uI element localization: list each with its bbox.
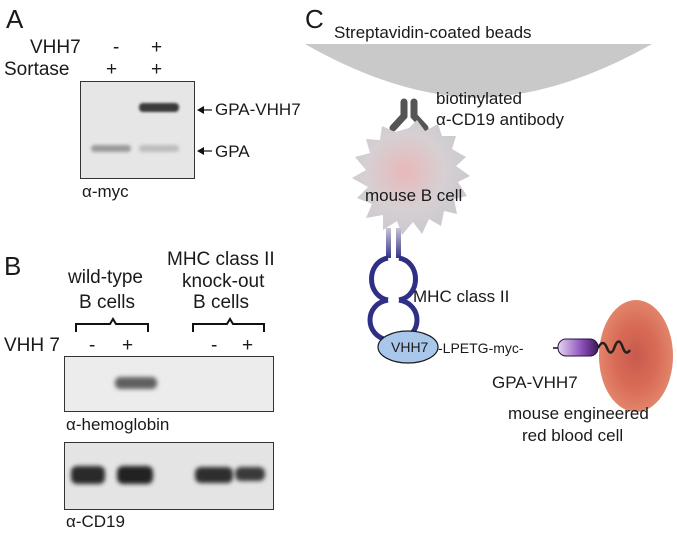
antibody-icon: [389, 98, 429, 132]
b-cell-icon: [352, 120, 470, 235]
hemoglobin-band: [115, 377, 157, 389]
mhc-class-ii-icon: [367, 255, 420, 343]
hemoglobin-blot: [64, 356, 274, 412]
vhh7-lane1-value: -: [113, 37, 120, 58]
vhh7-b-row-label: VHH 7: [4, 335, 60, 356]
rbc-label-line1: mouse engineered: [508, 404, 649, 423]
group1-line2: B cells: [79, 292, 135, 313]
group2-line1: MHC class II: [167, 249, 275, 270]
lane4-value: +: [242, 335, 254, 356]
hemoglobin-antibody-label: α-hemoglobin: [66, 415, 170, 434]
sortase-row-label: Sortase: [4, 59, 70, 80]
sortase-lane2-value: +: [151, 59, 163, 80]
panel-c-label: C: [305, 4, 324, 34]
bracket-knockout: [192, 317, 265, 332]
bracket-wild-type: [75, 317, 149, 332]
myc-blot: [80, 81, 195, 179]
sortase-lane1-value: +: [106, 59, 118, 80]
cd19-antibody-label: α-CD19: [66, 512, 125, 531]
lane3-value: -: [211, 335, 218, 356]
gpa-capsule: [557, 338, 599, 357]
red-blood-cell-icon: [599, 300, 673, 412]
myc-antibody-label: α-myc: [82, 182, 129, 201]
group2-line2: knock-out: [182, 271, 265, 292]
gpa-vhh7-band: [139, 103, 179, 112]
lane1-value: -: [89, 335, 96, 356]
beads-label: Streptavidin-coated beads: [334, 23, 532, 42]
arrowhead-gpa: [197, 147, 204, 155]
cd19-band-lane1: [71, 466, 105, 484]
antibody-label-line2: α-CD19 antibody: [436, 110, 564, 129]
arrowhead-gpa-vhh7: [197, 106, 204, 114]
vhh7-row-label: VHH7: [30, 37, 81, 58]
mhc-label: MHC class II: [413, 287, 510, 306]
gpa-band-lane1: [91, 145, 131, 152]
antibody-label-line1: biotinylated: [436, 89, 523, 108]
group2-line3: B cells: [193, 292, 249, 313]
rbc-label-line2: red blood cell: [522, 426, 624, 445]
gpa-label: GPA: [215, 142, 250, 161]
panel-a-label: A: [6, 4, 24, 34]
lane2-value: +: [122, 335, 134, 356]
vhh7-lane2-value: +: [151, 37, 163, 58]
cd19-blot: [64, 442, 274, 510]
gpa-vhh7-c-label: GPA-VHH7: [492, 373, 578, 392]
b-cell-label: mouse B cell: [365, 186, 463, 205]
vhh7-domain: [377, 330, 439, 364]
group1-line1: wild-type: [68, 267, 143, 288]
gpa-band-lane2: [139, 145, 179, 152]
linker-label: -LPETG-myc-: [438, 340, 524, 356]
cd19-band-lane2: [117, 466, 153, 484]
mhc-stem-right: [396, 228, 401, 258]
vhh7-text: VHH7: [391, 339, 429, 355]
membrane-anchor: [596, 340, 632, 354]
panel-b-label: B: [4, 251, 22, 281]
streptavidin-bead: [305, 44, 652, 98]
cd19-band-lane3: [195, 467, 233, 483]
cd19-band-lane4: [235, 467, 265, 481]
gpa-vhh7-label: GPA-VHH7: [215, 100, 301, 119]
mhc-stem-left: [386, 228, 391, 258]
